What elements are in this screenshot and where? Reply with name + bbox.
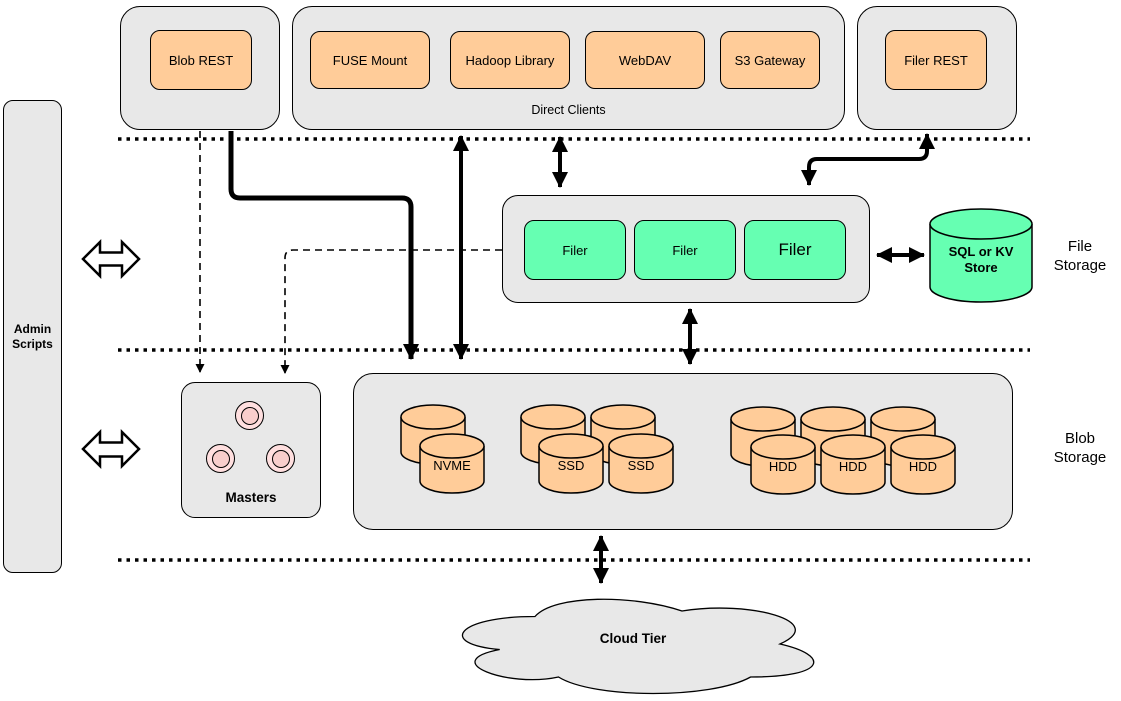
node-filer-1: Filer [524, 220, 626, 280]
disk-nvme: NVME [419, 433, 485, 499]
disk-label: HDD [908, 459, 938, 474]
disk-label: HDD [838, 459, 868, 474]
arrow-blobrest-to-blobstorage [228, 131, 419, 360]
node-hadoop-library: Hadoop Library [450, 31, 570, 89]
file-storage-label: File Storage [1053, 238, 1107, 274]
node-filer-rest: Filer REST [885, 30, 987, 90]
node-blob-rest: Blob REST [150, 30, 252, 90]
node-filer-2: Filer [634, 220, 736, 280]
admin-scripts-panel: Admin Scripts [3, 100, 62, 573]
master-node-core [211, 449, 230, 468]
disk-ssd-1: SSD [538, 433, 604, 499]
disk-label: SSD [627, 458, 655, 473]
disk-ssd-2: SSD [608, 433, 674, 499]
arrow-filerrest-filer [801, 133, 935, 186]
node-webdav: WebDAV [585, 31, 705, 89]
dashed-arrow-filer-masters [280, 249, 502, 374]
disk-hdd-2: HDD [820, 434, 886, 500]
cylinder-shape [419, 433, 485, 494]
cylinder-shape [890, 434, 956, 495]
cloud-tier-label: Cloud Tier [599, 631, 667, 646]
admin-scripts-label: Admin Scripts [12, 321, 53, 351]
master-node-1 [235, 401, 264, 430]
direct-clients-label: Direct Clients [531, 103, 606, 117]
node-fuse-mount: FUSE Mount [310, 31, 430, 89]
disk-label: HDD [768, 459, 798, 474]
admin-bidirectional-arrow-file [81, 238, 141, 280]
cloud-shape [461, 598, 815, 695]
master-node-core [240, 406, 259, 425]
blob-storage-label: Blob Storage [1053, 430, 1107, 466]
cylinder-shape [538, 433, 604, 494]
masters-label: Masters [225, 490, 277, 505]
node-cloud-tier: Cloud Tier [435, 587, 831, 701]
disk-label: SSD [557, 458, 585, 473]
disk-label: NVME [433, 458, 471, 473]
master-node-2 [206, 444, 235, 473]
disk-hdd-1: HDD [750, 434, 816, 500]
node-sql-kv-store: SQL or KV Store [929, 208, 1033, 304]
cylinder-shape [820, 434, 886, 495]
master-node-3 [266, 444, 295, 473]
disk-hdd-3: HDD [890, 434, 956, 500]
sql-kv-store-label: SQL or KV Store [948, 244, 1014, 275]
admin-bidirectional-arrow-blob [81, 428, 141, 470]
cylinder-shape [750, 434, 816, 495]
node-s3-gateway: S3 Gateway [720, 31, 820, 89]
master-node-core [271, 449, 290, 468]
node-filer-3: Filer [744, 220, 846, 280]
cylinder-shape [929, 208, 1033, 303]
cylinder-shape [608, 433, 674, 494]
